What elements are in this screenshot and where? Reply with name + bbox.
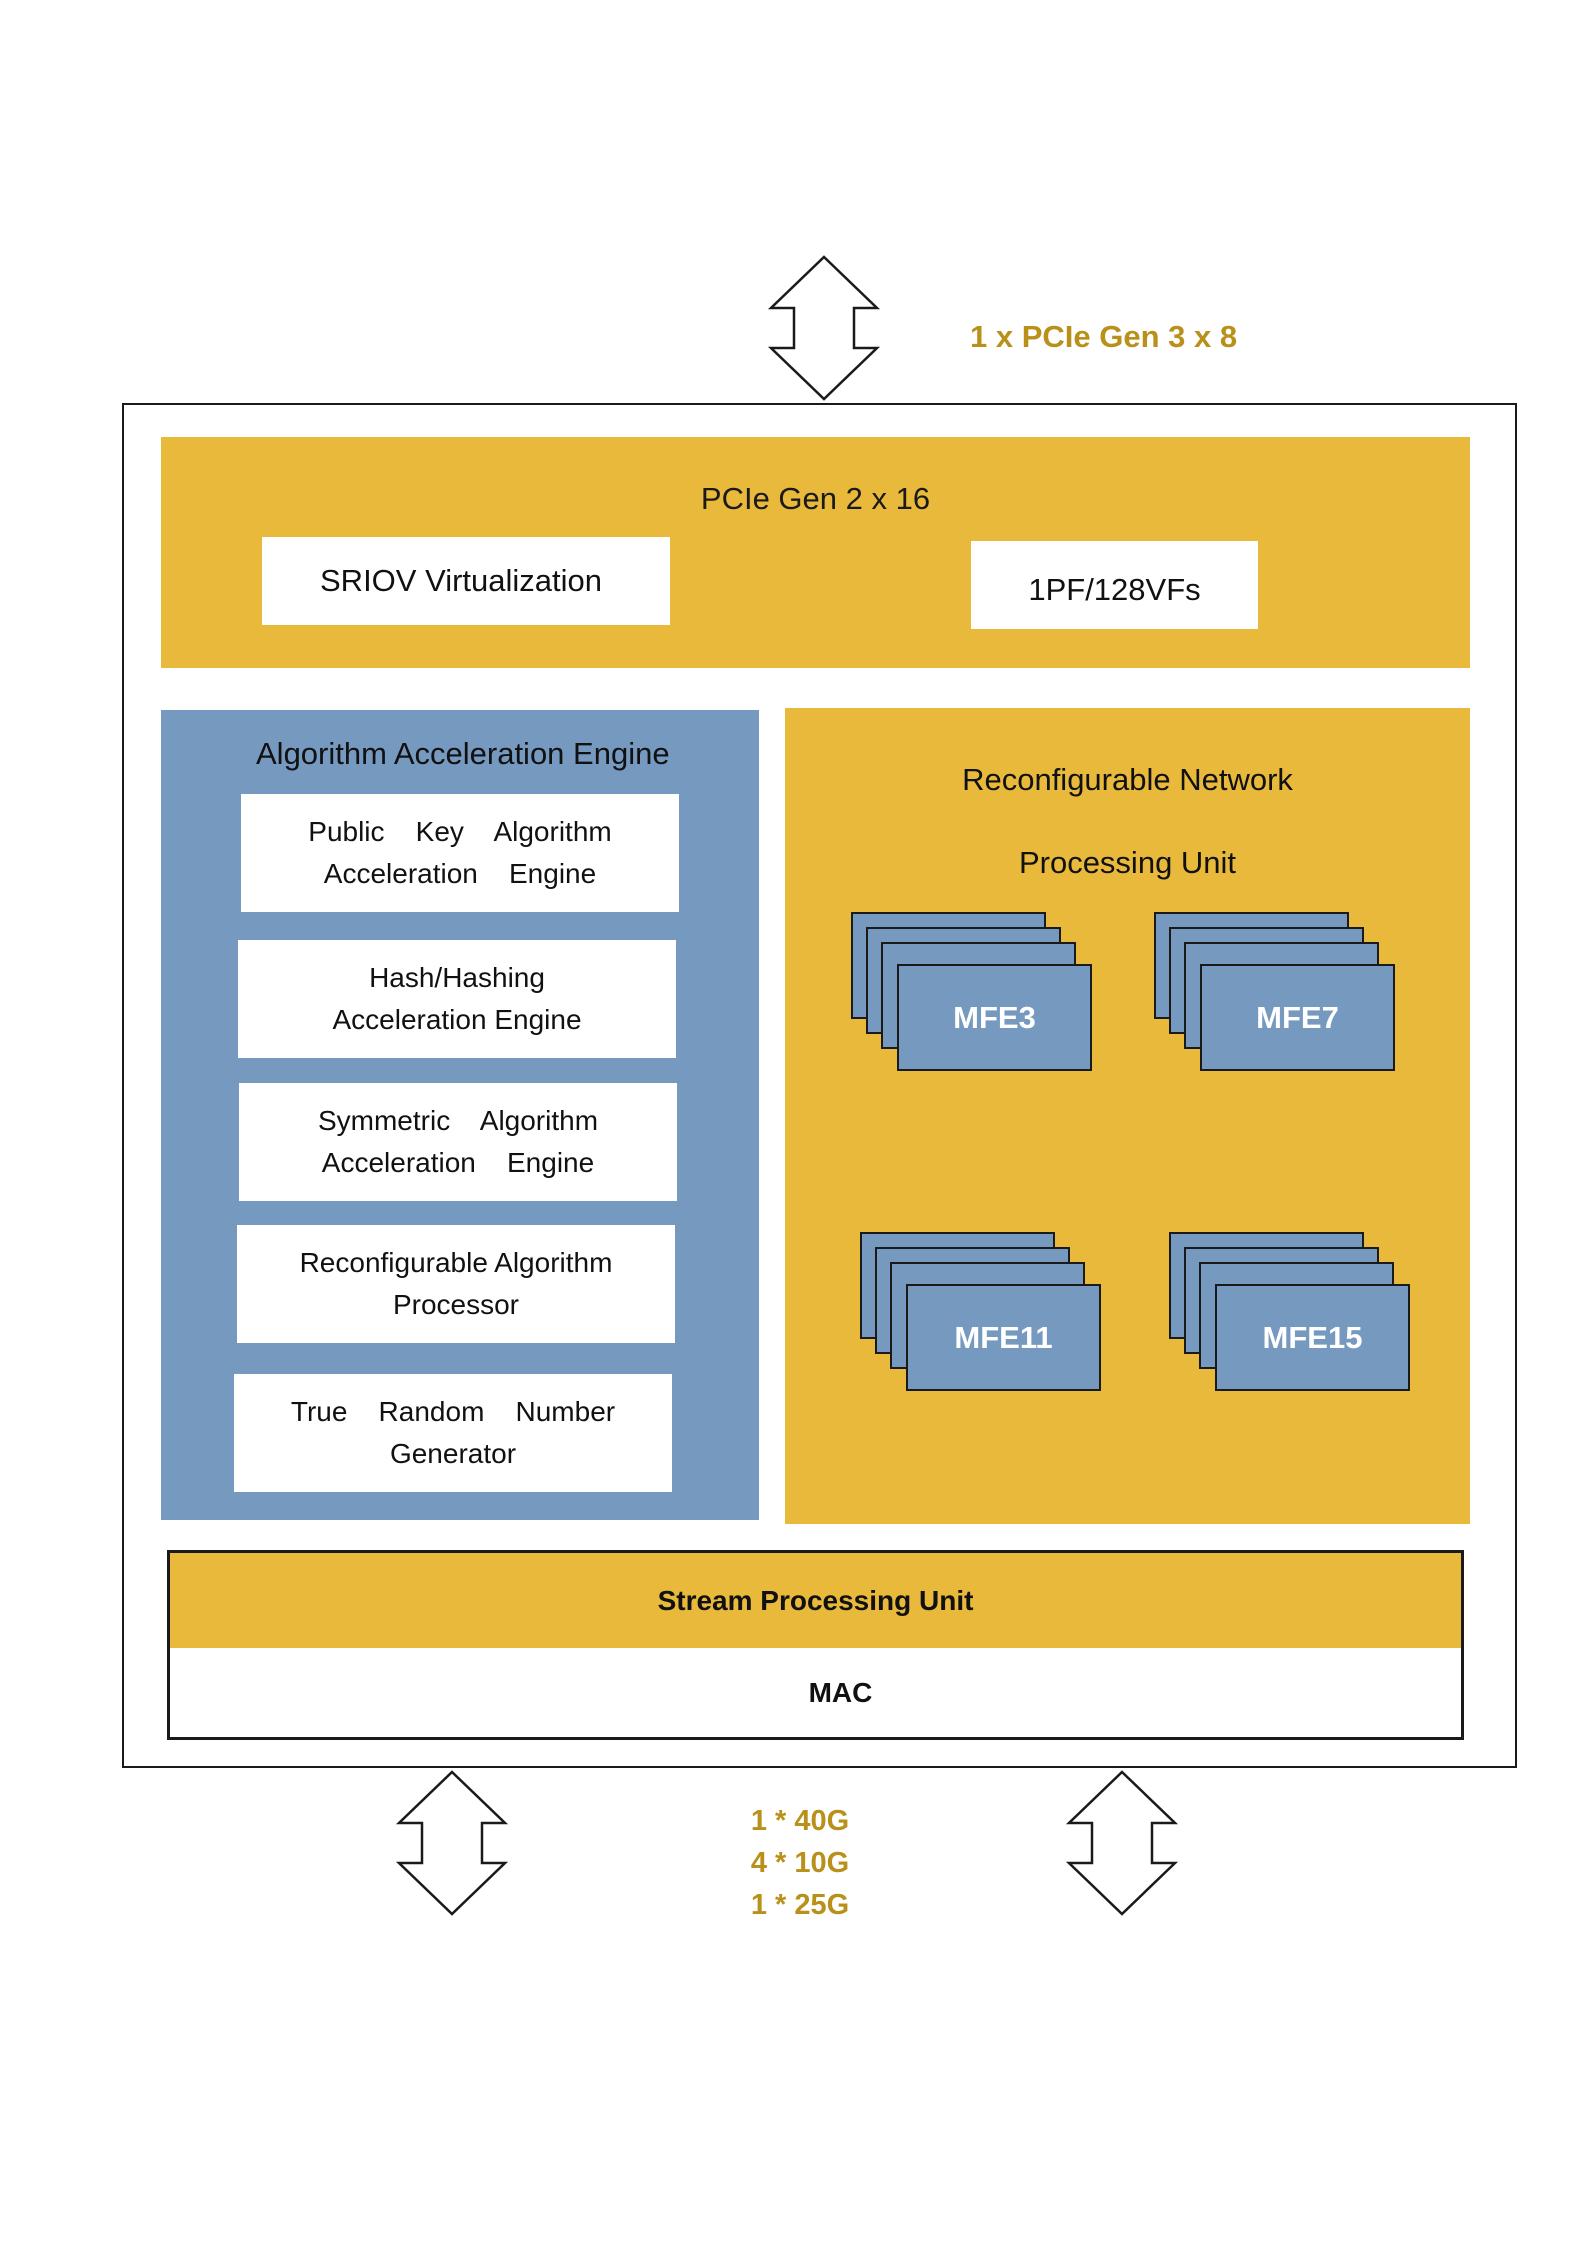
mfe-group-mfe7: MFE7: [1154, 912, 1395, 1072]
algo-item-line1: Reconfigurable Algorithm: [299, 1247, 613, 1278]
host-interface-label: 1 x PCIe Gen 3 x 8: [970, 319, 1238, 354]
algo-item-line2: Generator: [389, 1438, 517, 1469]
port-speed-25g: 1 * 25G: [750, 1889, 850, 1921]
random-number-generator-box: True Random Number Generator: [234, 1374, 672, 1492]
pcie-block: PCIe Gen 2 x 16 SRIOV Virtualization 1PF…: [161, 437, 1470, 668]
mfe-front-card: MFE3: [897, 964, 1092, 1071]
network-processing-unit-block: Reconfigurable Network Processing Unit M…: [785, 708, 1470, 1524]
mfe-front-card: MFE15: [1215, 1284, 1410, 1391]
algo-item-line1: Public Key Algorithm: [308, 816, 612, 847]
port-bidirectional-arrow-left: [395, 1770, 509, 1916]
hash-engine-box: Hash/Hashing Acceleration Engine: [238, 940, 676, 1058]
mfe-group-mfe15: MFE15: [1169, 1232, 1410, 1392]
algo-item-line2: Acceleration Engine: [321, 1147, 595, 1178]
algo-item-line2: Acceleration Engine: [323, 858, 597, 889]
algo-item-line2: Processor: [392, 1289, 520, 1320]
mac-layer: MAC: [808, 1677, 873, 1708]
port-speed-labels: 1 * 40G 4 * 10G 1 * 25G: [650, 1800, 950, 1926]
reconfigurable-algorithm-processor-box: Reconfigurable Algorithm Processor: [237, 1225, 675, 1343]
stream-processing-frame: Stream Processing Unit MAC: [167, 1550, 1464, 1740]
sriov-box: SRIOV Virtualization: [262, 537, 670, 625]
public-key-engine-box: Public Key Algorithm Acceleration Engine: [241, 794, 679, 912]
algo-item-line1: True Random Number: [290, 1396, 616, 1427]
mfe-group-mfe3: MFE3: [851, 912, 1092, 1072]
algo-item-line1: Hash/Hashing: [369, 962, 545, 993]
network-unit-title-line2: Processing Unit: [1018, 845, 1237, 880]
algorithm-engine-block: Algorithm Acceleration Engine Public Key…: [161, 710, 759, 1520]
algo-item-line1: Symmetric Algorithm: [317, 1105, 599, 1136]
port-speed-40g: 1 * 40G: [750, 1805, 850, 1837]
port-speed-10g: 4 * 10G: [750, 1847, 850, 1879]
symmetric-engine-box: Symmetric Algorithm Acceleration Engine: [239, 1083, 677, 1201]
port-bidirectional-arrow-right: [1065, 1770, 1179, 1916]
stream-processing-unit: Stream Processing Unit: [170, 1553, 1461, 1648]
pf-vf-box: 1PF/128VFs: [971, 541, 1258, 629]
mfe-front-card: MFE11: [906, 1284, 1101, 1391]
host-bidirectional-arrow: [767, 255, 881, 401]
pcie-title: PCIe Gen 2 x 16: [700, 481, 931, 516]
network-unit-title-line1: Reconfigurable Network: [962, 762, 1293, 797]
algorithm-engine-title: Algorithm Acceleration Engine: [256, 736, 670, 771]
algo-item-line2: Acceleration Engine: [332, 1004, 582, 1035]
mfe-group-mfe11: MFE11: [860, 1232, 1101, 1392]
mfe-front-card: MFE7: [1200, 964, 1395, 1071]
